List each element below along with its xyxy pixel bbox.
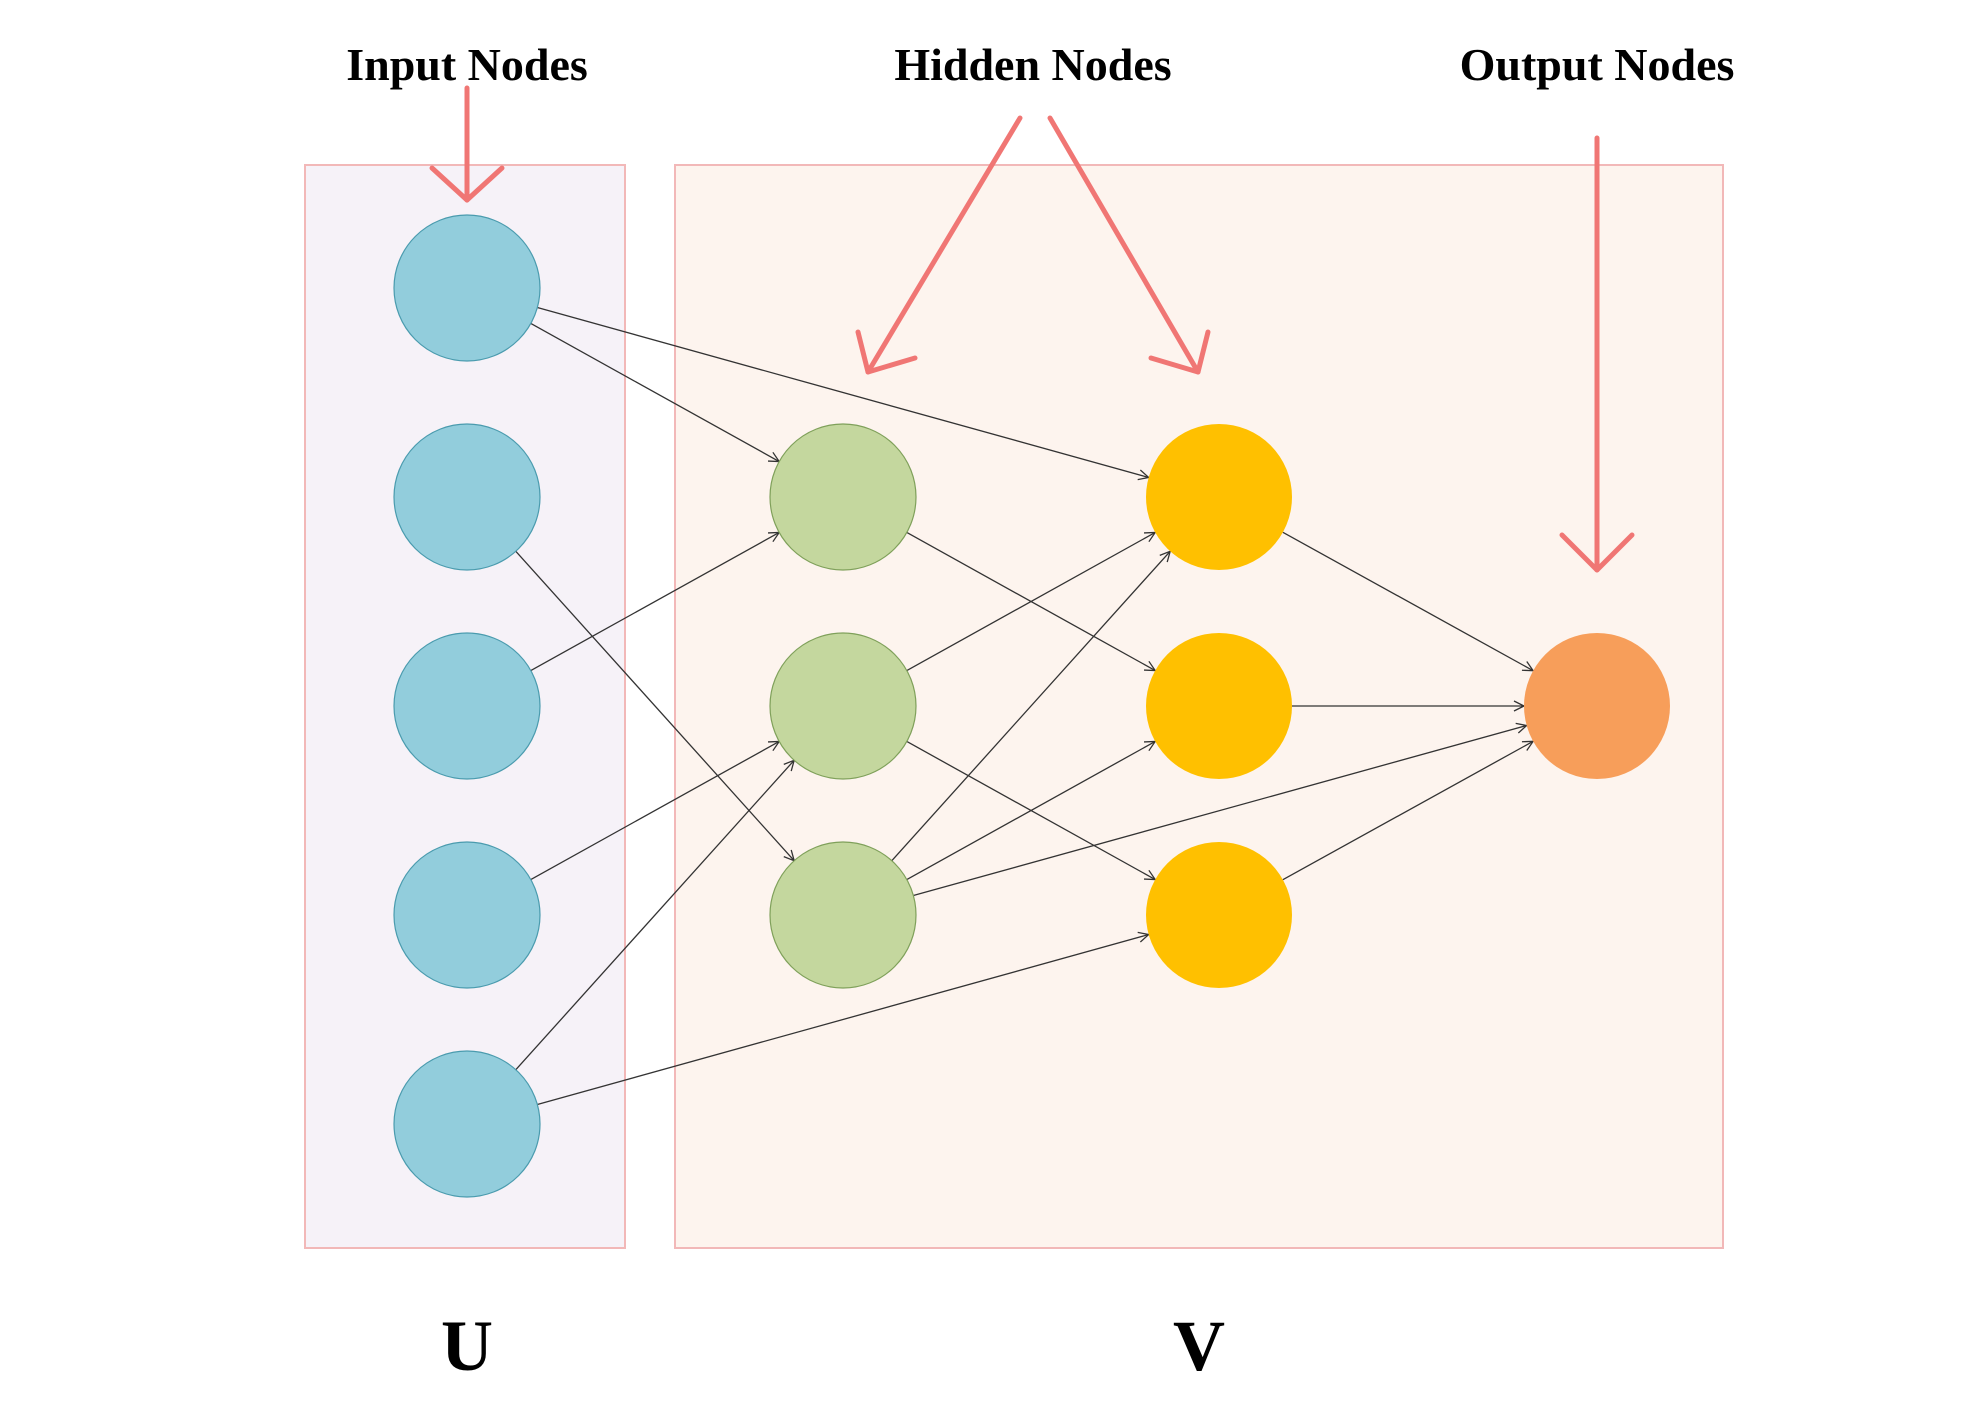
group-v-label: V bbox=[1173, 1306, 1225, 1386]
edge-hidden_1-2-to-hidden_2-1 bbox=[906, 741, 1155, 881]
edge-hidden_2-2-to-output-0 bbox=[1282, 741, 1533, 881]
input-pointer-arrow bbox=[429, 85, 505, 203]
input-nodes-label: Input Nodes bbox=[346, 39, 588, 90]
input-node-5 bbox=[393, 1050, 541, 1198]
edge-hidden_2-0-to-output-0 bbox=[1282, 531, 1533, 670]
connection-edges bbox=[515, 306, 1533, 1106]
input-node-3 bbox=[393, 632, 541, 780]
input-node-4 bbox=[393, 841, 541, 989]
edge-hidden_1-2-to-output-0 bbox=[913, 725, 1526, 897]
edge-input-4-to-hidden_1-1 bbox=[515, 760, 794, 1071]
input-node-1 bbox=[393, 214, 541, 362]
hidden-2-node-2 bbox=[1146, 633, 1292, 779]
hidden-2-node-1 bbox=[1146, 424, 1292, 570]
hidden-1-node-3 bbox=[769, 841, 917, 989]
edge-hidden_1-1-to-hidden_2-0 bbox=[906, 532, 1155, 672]
edge-input-2-to-hidden_1-0 bbox=[530, 532, 779, 672]
edge-input-0-to-hidden_1-0 bbox=[530, 322, 779, 461]
output-nodes-label: Output Nodes bbox=[1460, 39, 1735, 90]
edge-input-4-to-hidden_2-2 bbox=[537, 935, 1148, 1106]
hidden-pointer-arrow-right bbox=[1047, 115, 1211, 375]
output-node-1 bbox=[1524, 633, 1670, 779]
output-pointer-arrow bbox=[1559, 135, 1635, 573]
node-layers bbox=[393, 214, 1670, 1198]
group-u-label: U bbox=[441, 1306, 493, 1386]
edge-input-1-to-hidden_1-2 bbox=[515, 550, 794, 860]
hidden-pointer-arrow-left bbox=[855, 115, 1023, 375]
edge-input-0-to-hidden_2-0 bbox=[537, 306, 1148, 478]
hidden-1-node-2 bbox=[769, 632, 917, 780]
pointer-arrows bbox=[429, 85, 1635, 573]
hidden-nodes-label: Hidden Nodes bbox=[894, 39, 1171, 90]
hidden-1-node-1 bbox=[769, 423, 917, 571]
input-node-2 bbox=[393, 423, 541, 571]
edge-input-3-to-hidden_1-1 bbox=[530, 741, 779, 881]
edge-hidden_1-2-to-hidden_2-0 bbox=[891, 551, 1170, 862]
hidden-2-node-3 bbox=[1146, 842, 1292, 988]
